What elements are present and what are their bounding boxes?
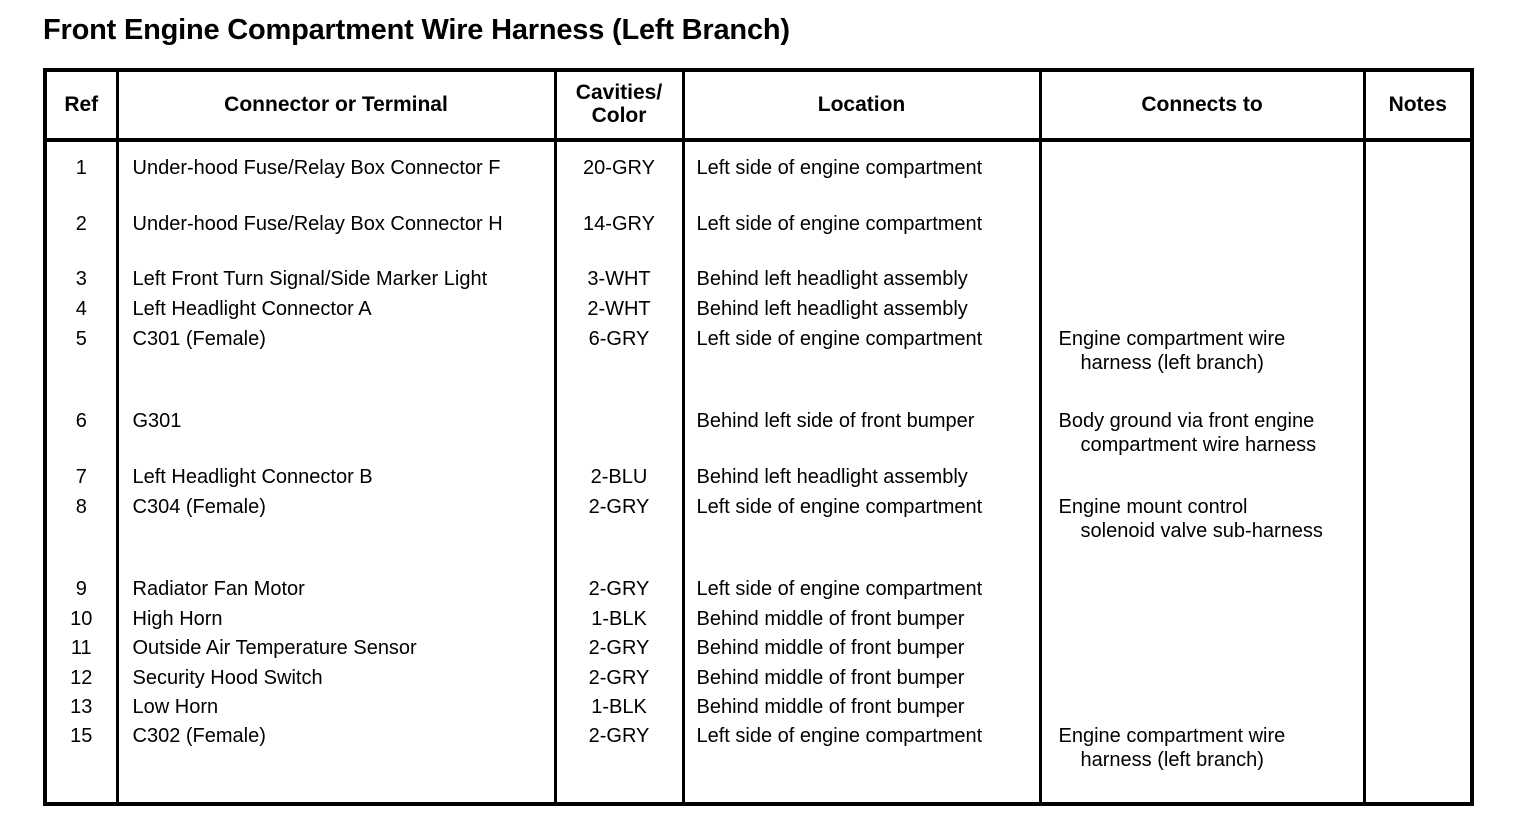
column-header-cavities-line2: Color [591,104,647,127]
cell-cav-row-3: 3-WHT [587,268,651,290]
cell-conn-row-2: Under-hood Fuse/Relay Box Connector H [132,213,503,235]
cell-column-cavities: 20-GRY 14-GRY 3-WHT 2-WHT 6-GRY 2-BLU 2-GRY 2-G… [555,140,685,804]
cell-ref-row-4: 4 [75,298,87,320]
page-title: Front Engine Compartment Wire Harness (L… [43,14,790,46]
cell-conn-row-9: Radiator Fan Motor [132,578,305,600]
cell-conn-row-15: C302 (Female) [132,725,266,747]
column-header-cavities-line1: Cavities/ [575,81,663,105]
column-header-ref: Ref [45,70,119,142]
cell-ref-row-15: 15 [70,725,93,747]
cell-conn-row-13: Low Horn [132,696,219,718]
cell-cav-row-15: 2-GRY [588,725,650,747]
cell-cav-row-10: 1-BLK [591,608,647,630]
cell-cav-row-2: 14-GRY [583,213,655,235]
cell-conn-row-12: Security Hood Switch [132,667,323,689]
cell-conn-row-5: C301 (Female) [132,328,266,350]
column-header-cavities-color: Cavities/ Color [555,70,685,142]
cell-cav-row-11: 2-GRY [588,637,650,659]
cell-conn-row-1: Under-hood Fuse/Relay Box Connector F [132,157,501,179]
cell-cav-row-12: 2-GRY [588,667,650,689]
cell-loc-row-13: Behind middle of front bumper [696,696,965,718]
cell-loc-row-10: Behind middle of front bumper [696,608,965,630]
column-body-cavities: 20-GRY 14-GRY 3-WHT 2-WHT 6-GRY 2-BLU 2-GRY 2-G… [557,142,682,802]
column-header-location: Location [683,70,1042,142]
cell-ref-row-3: 3 [75,268,87,290]
cell-ref-row-7: 7 [75,466,87,488]
cell-ref-row-10: 10 [70,608,93,630]
cell-column-connector: Under-hood Fuse/Relay Box Connector F Und… [117,140,557,804]
cell-ref-row-12: 12 [70,667,93,689]
cell-ref-row-9: 9 [75,578,87,600]
wire-harness-table: Ref Connector or Terminal Cavities/ Colo… [43,68,1474,806]
cell-ref-row-13: 13 [70,696,93,718]
cell-cav-row-4: 2-WHT [587,298,651,320]
cell-loc-row-15: Left side of engine compartment [696,725,983,747]
cell-cav-row-9: 2-GRY [588,578,650,600]
cell-cav-row-13: 1-BLK [591,696,647,718]
cell-conn-row-8: C304 (Female) [132,496,266,518]
cell-loc-row-7: Behind left headlight assembly [696,466,968,488]
cell-loc-row-3: Behind left headlight assembly [696,268,968,290]
cell-cto-cont-row-15: harness (left branch) [1080,749,1264,771]
cell-cto-cont-row-8: solenoid valve sub-harness [1080,520,1323,542]
cell-ref-row-5: 5 [75,328,87,350]
cell-conn-row-3: Left Front Turn Signal/Side Marker Light [132,268,488,290]
column-body-notes [1366,142,1471,802]
cell-ref-row-11: 11 [70,637,92,659]
column-body-connector: Under-hood Fuse/Relay Box Connector F Und… [119,142,554,802]
cell-loc-row-6: Behind left side of front bumper [696,410,975,432]
cell-loc-row-5: Left side of engine compartment [696,328,983,350]
cell-loc-row-11: Behind middle of front bumper [696,637,965,659]
cell-conn-row-11: Outside Air Temperature Sensor [132,637,417,659]
cell-ref-row-2: 2 [75,213,87,235]
cell-cto-cont-row-5: harness (left branch) [1080,352,1264,374]
column-header-connector-or-terminal: Connector or Terminal [117,70,557,142]
column-header-notes: Notes [1364,70,1472,142]
cell-loc-row-12: Behind middle of front bumper [696,667,965,689]
cell-cav-row-5: 6-GRY [588,328,650,350]
cell-loc-row-8: Left side of engine compartment [696,496,983,518]
cell-ref-row-6: 6 [75,410,87,432]
cell-cav-row-8: 2-GRY [588,496,650,518]
column-header-connects-to: Connects to [1040,70,1366,142]
cell-conn-row-6: G301 [132,410,182,432]
cell-loc-row-9: Left side of engine compartment [696,578,983,600]
cell-loc-row-1: Left side of engine compartment [696,157,983,179]
cell-conn-row-4: Left Headlight Connector A [132,298,372,320]
cell-cav-row-7: 2-BLU [590,466,648,488]
cell-ref-row-8: 8 [75,496,87,518]
cell-conn-row-10: High Horn [132,608,223,630]
cell-loc-row-2: Left side of engine compartment [696,213,983,235]
table-header-row: Ref Connector or Terminal Cavities/ Colo… [45,70,1472,142]
cell-loc-row-4: Behind left headlight assembly [696,298,968,320]
cell-column-notes [1364,140,1472,804]
cell-conn-row-7: Left Headlight Connector B [132,466,373,488]
cell-cto-cont-row-6: compartment wire harness [1080,434,1317,456]
cell-ref-row-1: 1 [75,157,87,179]
cell-cav-row-1: 20-GRY [583,157,655,179]
